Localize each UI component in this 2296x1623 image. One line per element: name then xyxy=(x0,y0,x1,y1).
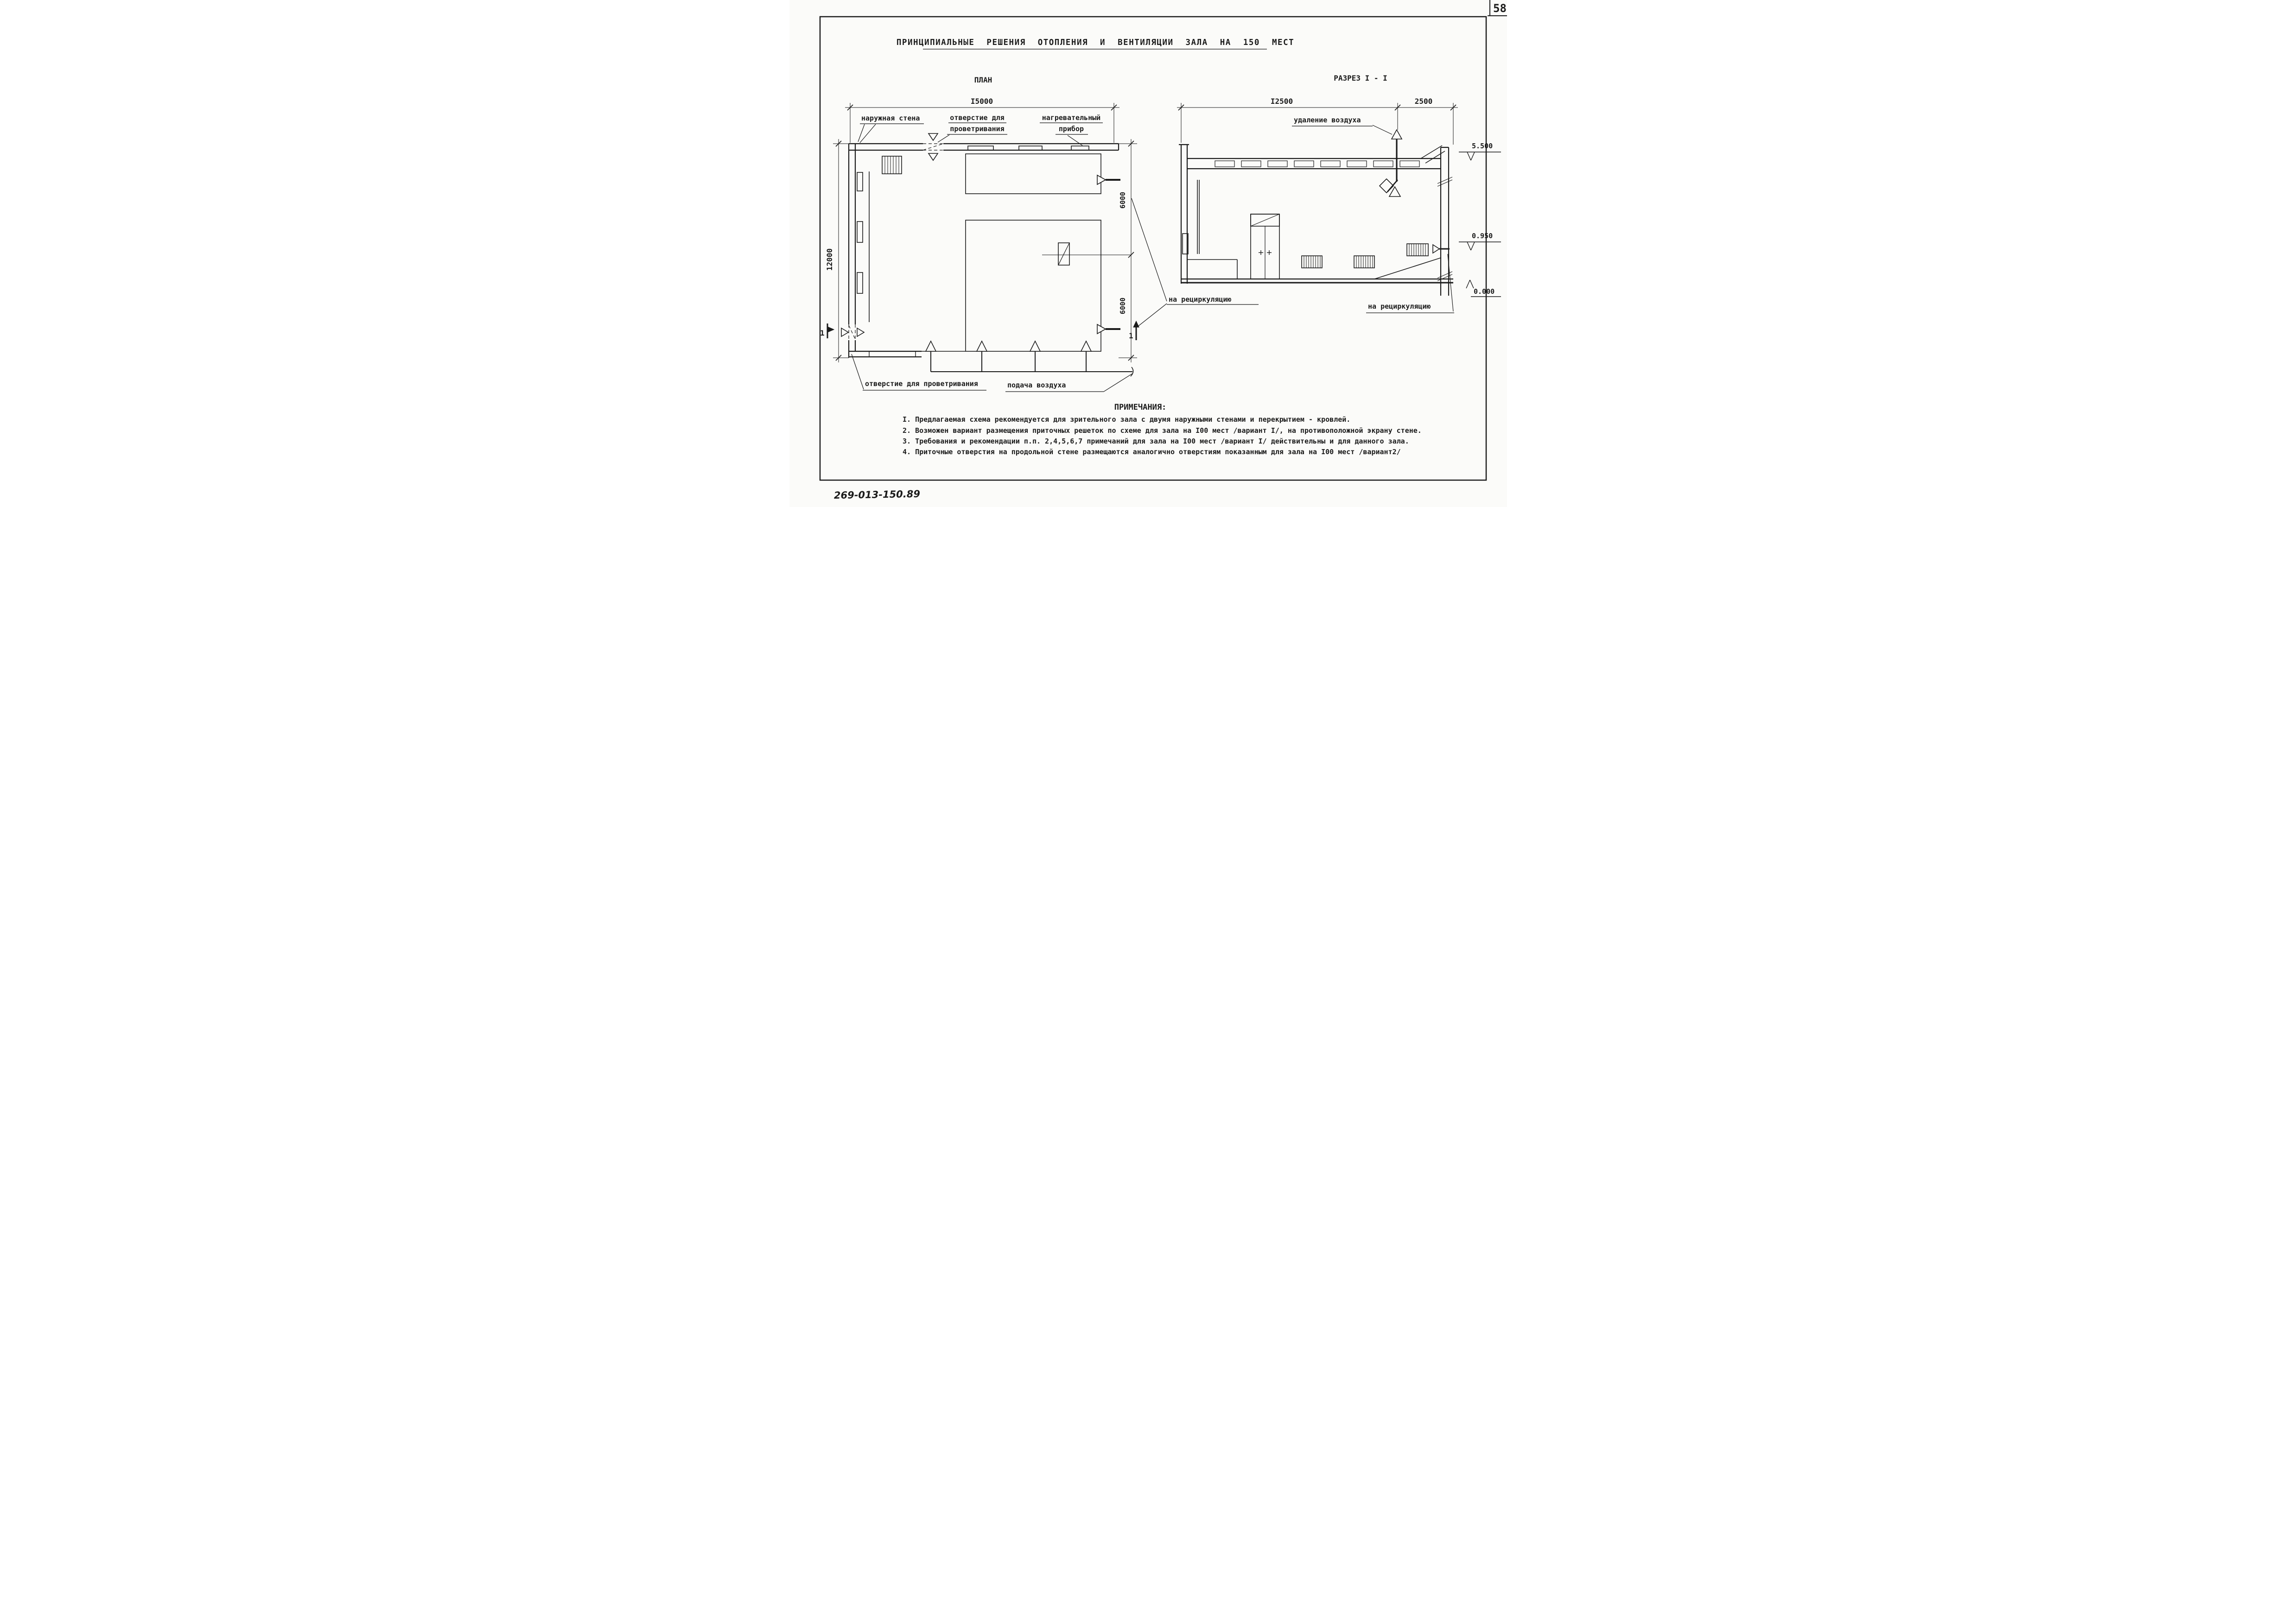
plan-dim-top-label: I5000 xyxy=(970,97,992,106)
section-view: I2500 2500 xyxy=(1177,97,1501,313)
section-dim-top: I2500 2500 xyxy=(1177,97,1458,145)
exhaust-vent-icon xyxy=(928,133,938,161)
exhaust-assembly xyxy=(1379,129,1402,197)
note-item-4: 4. Приточные отверстия на продольной сте… xyxy=(903,448,1401,456)
label-heater-1: нагревательный xyxy=(1042,114,1100,122)
page-number: 58 xyxy=(1493,2,1507,15)
section-labels: удаление воздуха на рециркуляцию xyxy=(1294,116,1431,311)
section-mark-right: 1 xyxy=(1129,320,1139,340)
radiator-1 xyxy=(1301,255,1323,268)
svg-text:5.500: 5.500 xyxy=(1472,142,1493,150)
section-dim-right-label: 2500 xyxy=(1414,97,1432,106)
note-item-1: I. Предлагаемая схема рекомендуется для … xyxy=(903,415,1350,424)
elevation-0000: 0.000 xyxy=(1465,279,1501,297)
svg-text:1: 1 xyxy=(820,329,825,337)
label-heater-2: прибор xyxy=(1058,125,1083,133)
section-mark-left: 1 xyxy=(820,323,834,338)
svg-text:1: 1 xyxy=(1129,331,1133,340)
elevation-5500: 5.500 xyxy=(1458,142,1501,161)
label-outer-wall: наружная стена xyxy=(861,114,920,122)
label-air-removal: удаление воздуха xyxy=(1294,116,1361,124)
plan-dim-right-bottom-label: 6000 xyxy=(1119,298,1127,314)
plan-label-leaders xyxy=(851,122,1259,392)
notes-heading: ПРИМЕЧАНИЯ: xyxy=(1114,403,1166,412)
heater-devices xyxy=(967,146,1089,151)
note-item-3: 3. Требования и рекомендации п.п. 2,4,5,… xyxy=(903,437,1409,445)
section-heading: РАЗРЕЗ I - I xyxy=(1334,74,1387,82)
document-code: 269-013-150.89 xyxy=(833,488,920,501)
section-dim-left-label: I2500 xyxy=(1270,97,1292,106)
svg-text:0.000: 0.000 xyxy=(1474,287,1495,296)
label-vent-opening-bottom: отверстие для проветривания xyxy=(865,380,978,388)
svg-text:0.950: 0.950 xyxy=(1472,232,1493,240)
label-vent-opening-1: отверстие для xyxy=(950,114,1004,122)
sheet-title: ПРИНЦИПИАЛЬНЫЕ РЕШЕНИЯ ОТОПЛЕНИЯ И ВЕНТИ… xyxy=(896,38,1294,47)
plan-labels: наружная стена отверстие для проветриван… xyxy=(861,114,1231,389)
label-air-supply: подача воздуха xyxy=(1007,381,1066,389)
drawing-sheet: 58 ПРИНЦИПИАЛЬНЫЕ РЕШЕНИЯ ОТОПЛЕНИЯ И ВЕ… xyxy=(789,0,1507,507)
exhaust-vent-icon xyxy=(1391,129,1402,139)
note-item-2: 2. Возможен вариант размещения приточных… xyxy=(903,426,1422,435)
radiator-2 xyxy=(1353,255,1375,268)
section-interior xyxy=(1182,180,1450,279)
section-label-leaders xyxy=(1291,125,1454,313)
fan-icon xyxy=(1379,178,1394,194)
elevation-0950: 0.950 xyxy=(1458,232,1501,251)
plan-heading: ПЛАН xyxy=(974,76,992,84)
page-number-block: 58 xyxy=(1487,0,1507,16)
plan-dim-right-top-label: 6000 xyxy=(1119,192,1127,209)
recirculation-grille-icon xyxy=(1096,174,1120,335)
label-recirculation-plan: на рециркуляцию xyxy=(1169,295,1231,304)
label-vent-opening-2: проветривания xyxy=(950,125,1004,133)
fan-triangle-icon xyxy=(1388,186,1401,197)
supply-duct xyxy=(930,351,1133,377)
label-recirculation-section: на рециркуляцию xyxy=(1368,302,1431,311)
plan-walls xyxy=(848,143,1119,358)
plan-dim-right: 6000 6000 xyxy=(1118,139,1137,362)
plan-interior xyxy=(856,153,1131,352)
plan-dim-left: 12000 xyxy=(825,139,849,362)
elevation-marks: 5.500 0.950 0.000 xyxy=(1458,142,1501,297)
notes-block: ПРИМЕЧАНИЯ: I. Предлагаемая схема рекоме… xyxy=(903,403,1422,456)
sheet-svg: 58 ПРИНЦИПИАЛЬНЫЕ РЕШЕНИЯ ОТОПЛЕНИЯ И ВЕ… xyxy=(819,0,1507,501)
radiator-3 xyxy=(1406,243,1429,256)
recirculation-grille-icon xyxy=(1432,244,1440,254)
sheet-frame xyxy=(819,16,1487,481)
wall-vent-icon xyxy=(840,327,865,337)
supply-diffuser-icons xyxy=(925,340,1092,352)
section-envelope xyxy=(1178,144,1453,296)
plan-dim-top: I5000 xyxy=(845,97,1119,143)
plan-view: I5000 12000 6000 6000 xyxy=(820,97,1259,392)
plan-dim-left-label: 12000 xyxy=(825,248,834,271)
